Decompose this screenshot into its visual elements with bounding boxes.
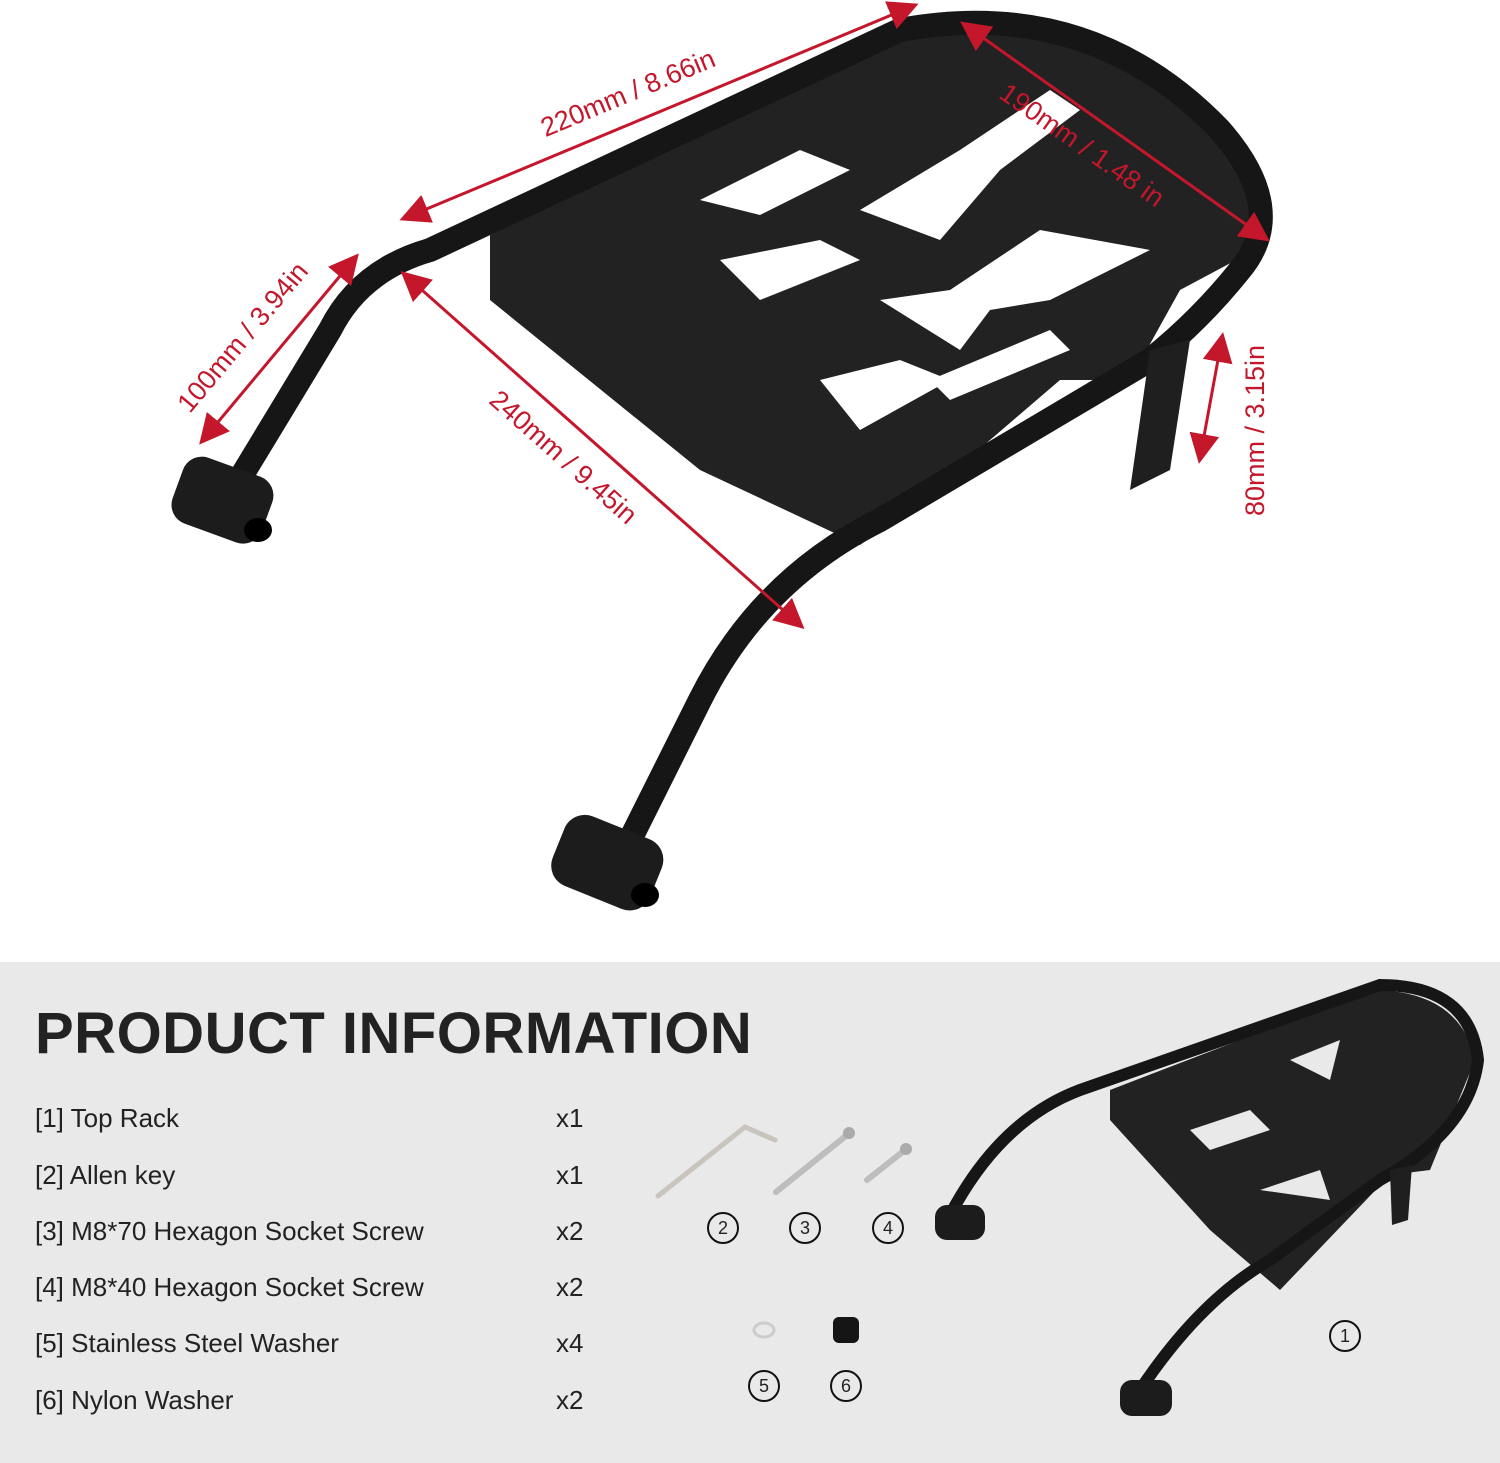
item-label: [1] Top Rack [35,1103,180,1133]
item-label: [3] M8*70 Hexagon Socket Screw [35,1216,424,1246]
product-information-title: PRODUCT INFORMATION [35,1001,753,1066]
item-label: [6] Nylon Washer [35,1385,234,1415]
item-qty: x1 [556,1103,584,1133]
hardware-images [655,1124,912,1343]
item-qty: x1 [556,1160,584,1190]
dimension-bracket-height: 80mm / 3.15in [1240,344,1271,517]
item-label: [5] Stainless Steel Washer [35,1328,339,1358]
callout-6: 6 [830,1370,862,1402]
callout-3: 3 [789,1212,821,1244]
item-label: [2] Allen key [35,1160,176,1190]
item-qty: x2 [556,1272,584,1302]
dimension-lines [199,1,1270,629]
callout-2: 2 [707,1212,739,1244]
callout-4: 4 [872,1212,904,1244]
top-rack-thumbnail [935,978,1485,1416]
item-qty: x2 [556,1385,584,1415]
item-label: [4] M8*40 Hexagon Socket Screw [35,1272,424,1302]
callout-1: 1 [1329,1320,1361,1352]
item-qty: x4 [556,1328,584,1358]
callout-5: 5 [748,1370,780,1402]
item-qty: x2 [556,1216,584,1246]
